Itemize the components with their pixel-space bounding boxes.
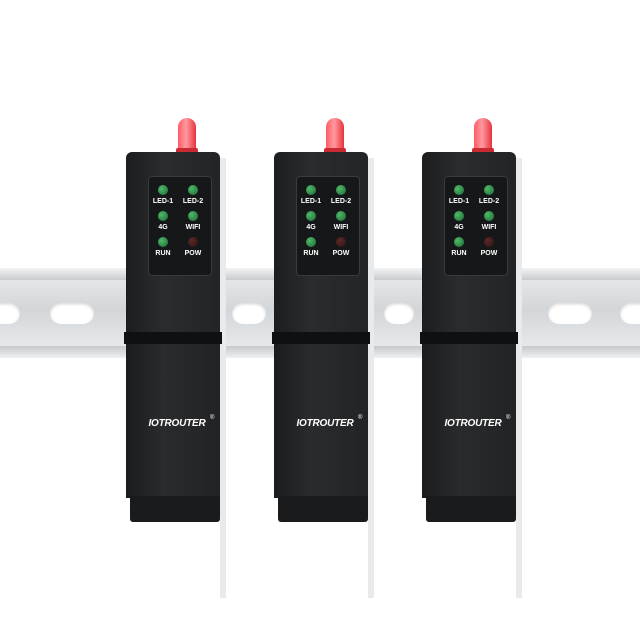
antenna-base [176, 148, 198, 154]
led-indicator-icon [336, 211, 346, 221]
led-indicator-icon [484, 237, 494, 247]
router-device-1: LED-1 LED-2 4G WIFI RUN POW IOTROUTER ® [124, 118, 226, 598]
led-label: POW [184, 250, 202, 257]
led-indicator-icon [484, 211, 494, 221]
brand-logo-text: IOTROUTER [444, 418, 502, 429]
led-indicator-icon [306, 211, 316, 221]
device-foot [278, 496, 368, 522]
rail-slot [0, 302, 20, 324]
antenna-icon [178, 118, 196, 154]
registered-mark: ® [358, 415, 363, 421]
led-indicator-icon [306, 185, 316, 195]
brand-logo-text: IOTROUTER [148, 418, 206, 429]
rail-slot [232, 302, 266, 324]
antenna-base [324, 148, 346, 154]
led-indicator-icon [336, 237, 346, 247]
brand-logo-text: IOTROUTER [296, 418, 354, 429]
led-indicator-icon [158, 211, 168, 221]
led-indicator-icon [158, 185, 168, 195]
led-indicator-icon [484, 185, 494, 195]
led-label: LED-2 [330, 198, 352, 205]
registered-mark: ® [506, 415, 511, 421]
led-label: LED-1 [300, 198, 322, 205]
led-indicator-icon [188, 185, 198, 195]
led-indicator-icon [454, 185, 464, 195]
rail-slot [620, 302, 640, 324]
led-label: WIFI [481, 224, 497, 231]
led-label: RUN [451, 250, 467, 257]
antenna-base [472, 148, 494, 154]
antenna-icon [474, 118, 492, 154]
led-label: 4G [306, 224, 316, 231]
led-indicator-icon [336, 185, 346, 195]
device-lower-body [126, 344, 220, 498]
led-label: LED-1 [152, 198, 174, 205]
rail-slot [548, 302, 592, 324]
router-device-2: LED-1 LED-2 4G WIFI RUN POW IOTROUTER ® [272, 118, 374, 598]
led-label: POW [332, 250, 350, 257]
led-label: LED-2 [478, 198, 500, 205]
led-panel: LED-1 LED-2 4G WIFI RUN POW [296, 176, 360, 276]
led-label: RUN [303, 250, 319, 257]
led-label: WIFI [185, 224, 201, 231]
device-foot [130, 496, 220, 522]
led-indicator-icon [454, 211, 464, 221]
device-lower-body [274, 344, 368, 498]
led-label: RUN [155, 250, 171, 257]
led-panel: LED-1 LED-2 4G WIFI RUN POW [444, 176, 508, 276]
device-foot [426, 496, 516, 522]
device-side [220, 158, 226, 598]
router-device-3: LED-1 LED-2 4G WIFI RUN POW IOTROUTER ® [420, 118, 522, 598]
led-label: WIFI [333, 224, 349, 231]
led-indicator-icon [188, 211, 198, 221]
led-indicator-icon [454, 237, 464, 247]
led-label: LED-1 [448, 198, 470, 205]
antenna-icon [326, 118, 344, 154]
rail-slot [384, 302, 414, 324]
device-side [368, 158, 374, 598]
registered-mark: ® [210, 415, 215, 421]
led-indicator-icon [188, 237, 198, 247]
led-label: POW [480, 250, 498, 257]
device-band [272, 332, 370, 344]
led-label: LED-2 [182, 198, 204, 205]
device-band [124, 332, 222, 344]
device-lower-body [422, 344, 516, 498]
device-side [516, 158, 522, 598]
led-label: 4G [454, 224, 464, 231]
led-indicator-icon [306, 237, 316, 247]
led-label: 4G [158, 224, 168, 231]
led-indicator-icon [158, 237, 168, 247]
device-band [420, 332, 518, 344]
led-panel: LED-1 LED-2 4G WIFI RUN POW [148, 176, 212, 276]
rail-slot [50, 302, 94, 324]
